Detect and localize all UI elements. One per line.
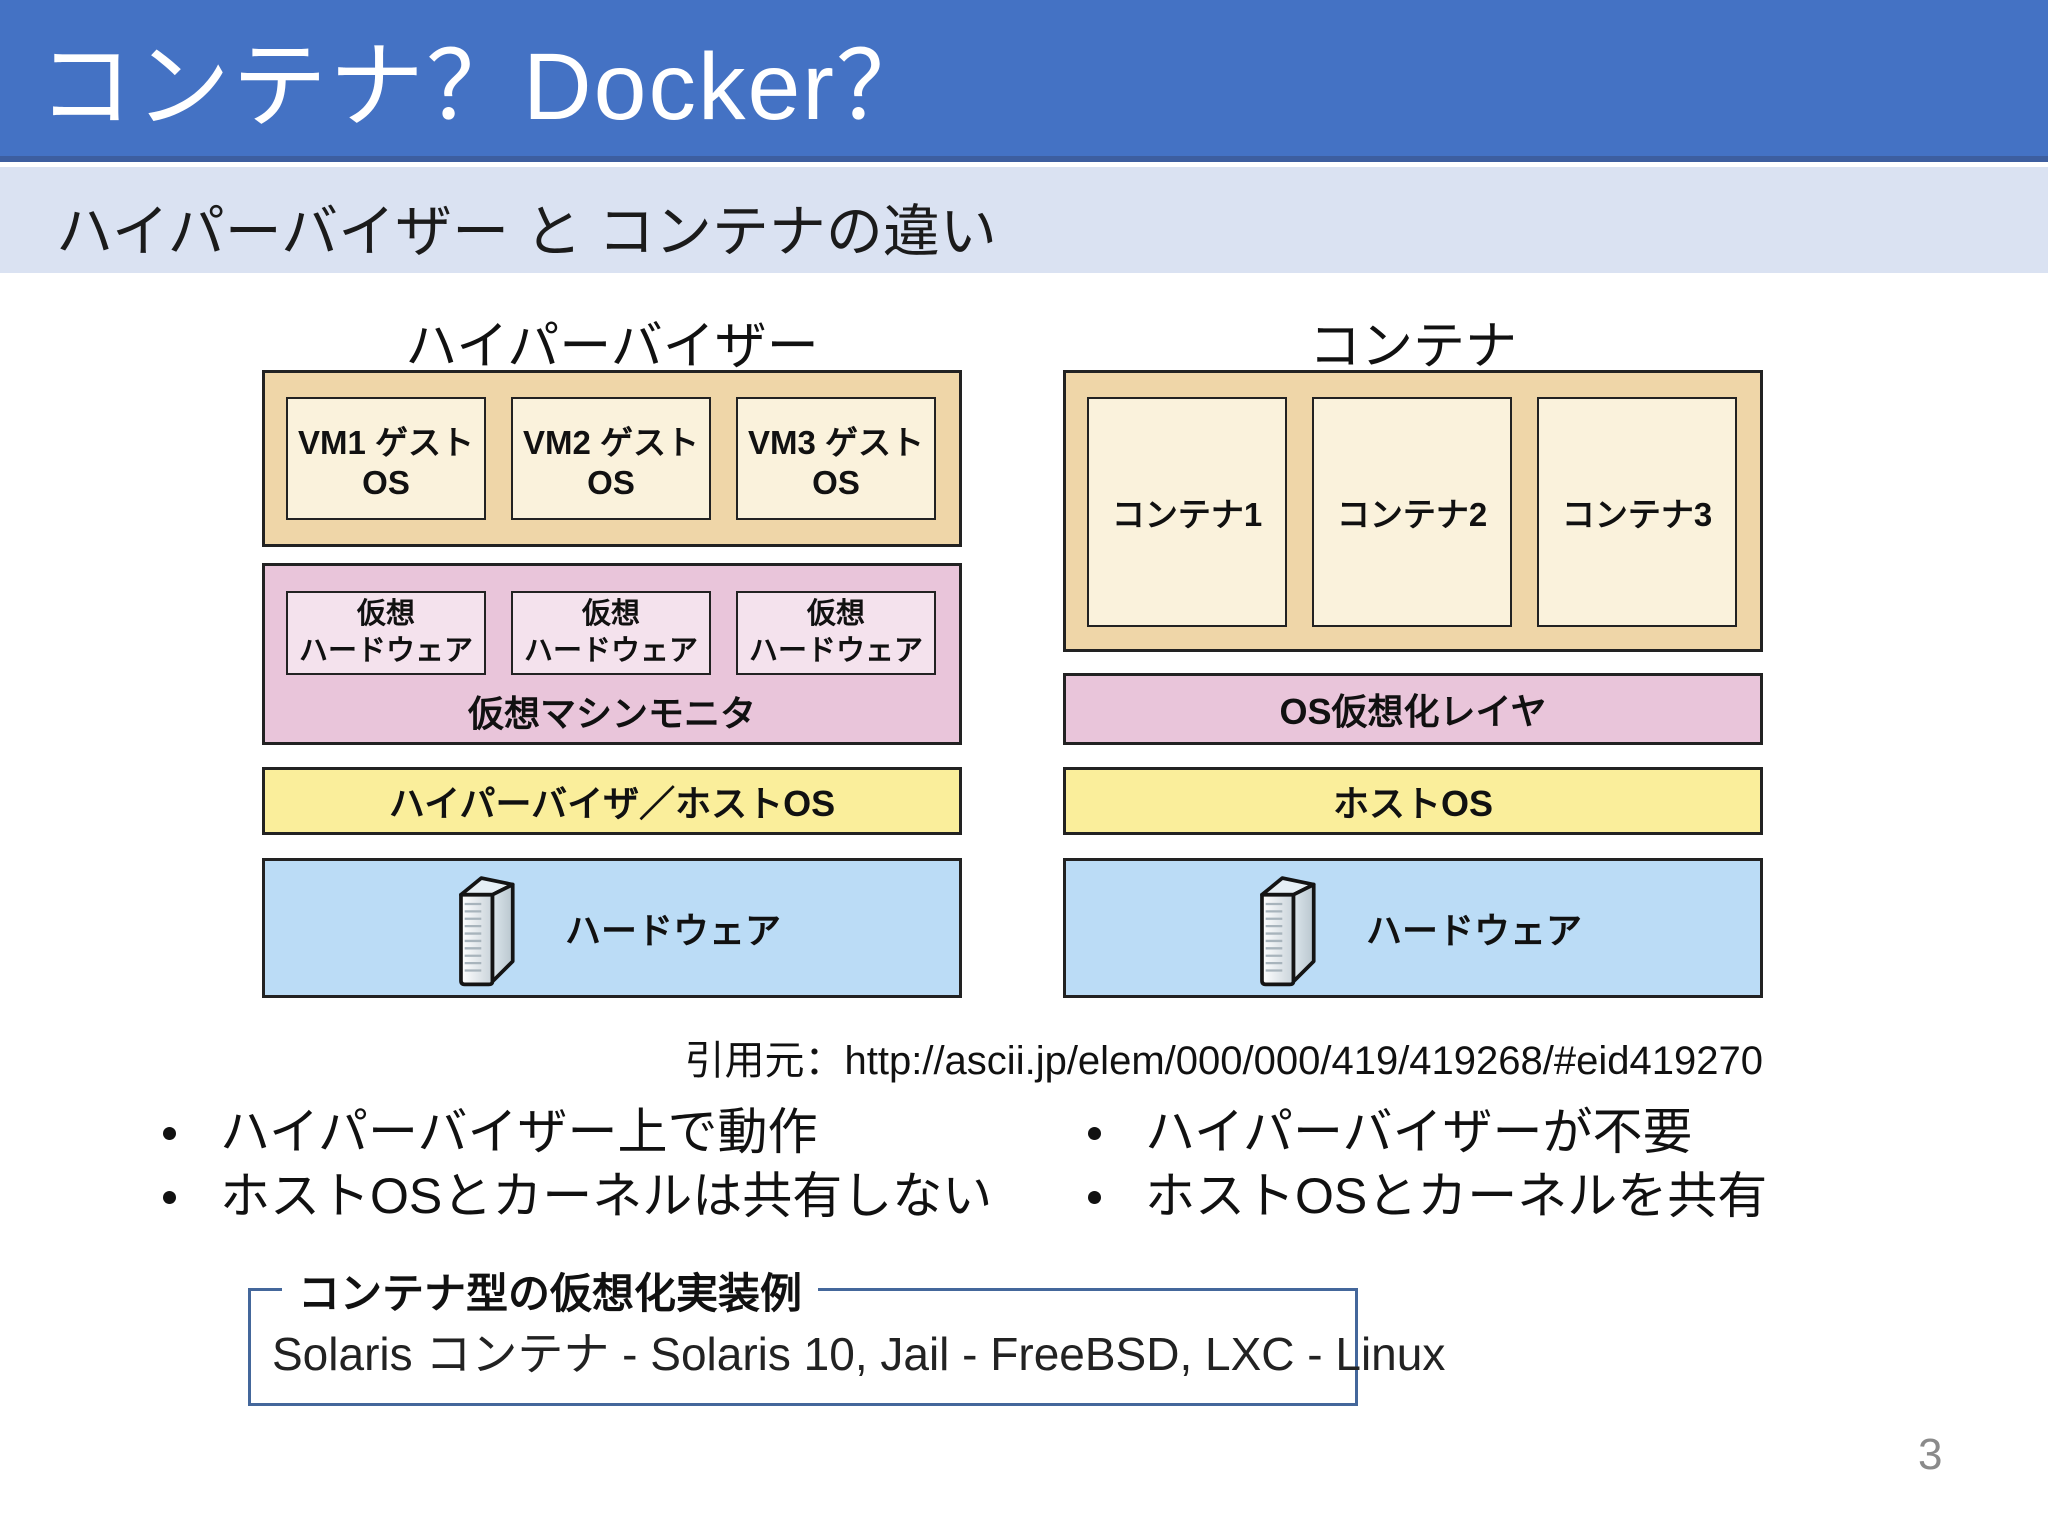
note-text: ハイパーバイザーが不要 bbox=[1145, 1104, 1693, 1160]
note-text: ホストOSとカーネルは共有しない bbox=[220, 1168, 993, 1224]
vm2-box: VM2 ゲストOS bbox=[511, 397, 711, 520]
title-bar-edge bbox=[0, 156, 2048, 162]
list-item: ハイパーバイザーが不要 bbox=[1088, 1100, 1767, 1164]
virtual-hw-line2: ハードウェア bbox=[748, 635, 923, 667]
list-item: ホストOSとカーネルを共有 bbox=[1088, 1164, 1767, 1228]
subtitle-band bbox=[0, 167, 2048, 273]
hardware-layer-left: ハードウェア bbox=[262, 858, 962, 998]
os-virtualization-label: OS仮想化レイヤ bbox=[1279, 691, 1547, 732]
implementation-examples-body: Solaris コンテナ - Solaris 10, Jail - FreeBS… bbox=[272, 1328, 1446, 1380]
hypervisor-notes: ハイパーバイザー上で動作 ホストOSとカーネルは共有しない bbox=[163, 1100, 992, 1228]
page-number: 3 bbox=[1918, 1430, 1943, 1479]
hypervisor-heading: ハイパーバイザー bbox=[405, 318, 819, 376]
container3-box: コンテナ3 bbox=[1537, 397, 1737, 627]
implementation-examples-title: コンテナ型の仮想化実装例 bbox=[282, 1260, 819, 1321]
container-heading: コンテナ bbox=[1308, 318, 1517, 376]
bullet-icon bbox=[1088, 1127, 1101, 1140]
os-virtualization-layer: OS仮想化レイヤ bbox=[1063, 673, 1763, 745]
container1-box: コンテナ1 bbox=[1087, 397, 1287, 627]
virtual-hw-line1: 仮想 bbox=[356, 598, 415, 630]
server-tower-icon bbox=[459, 876, 515, 987]
bullet-icon bbox=[163, 1127, 176, 1140]
hypervisor-hostos-label: ハイパーバイザ／ホストOS bbox=[388, 783, 836, 824]
vmm-label: 仮想マシンモニタ bbox=[467, 693, 756, 734]
hostos-label: ホストOS bbox=[1332, 783, 1493, 824]
bullet-icon bbox=[1088, 1191, 1101, 1204]
title-bar bbox=[0, 0, 2048, 156]
bullet-icon bbox=[163, 1191, 176, 1204]
container2-box: コンテナ2 bbox=[1312, 397, 1512, 627]
virtual-hw-box-2: 仮想 ハードウェア bbox=[511, 591, 711, 675]
note-text: ハイパーバイザー上で動作 bbox=[220, 1104, 818, 1160]
server-tower-icon bbox=[1260, 876, 1316, 987]
hardware-layer-right: ハードウェア bbox=[1063, 858, 1763, 998]
virtual-hw-box-1: 仮想 ハードウェア bbox=[286, 591, 486, 675]
hypervisor-hostos-layer: ハイパーバイザ／ホストOS bbox=[262, 767, 962, 835]
virtual-hw-line2: ハードウェア bbox=[298, 635, 473, 667]
virtual-hw-line1: 仮想 bbox=[806, 598, 865, 630]
container-notes: ハイパーバイザーが不要 ホストOSとカーネルを共有 bbox=[1088, 1100, 1767, 1228]
hardware-label: ハードウェア bbox=[1365, 910, 1582, 951]
virtual-hw-line2: ハードウェア bbox=[523, 635, 698, 667]
list-item: ハイパーバイザー上で動作 bbox=[163, 1100, 992, 1164]
citation-source: 引用元：http://ascii.jp/elem/000/000/419/419… bbox=[684, 1039, 1764, 1083]
hostos-layer: ホストOS bbox=[1063, 767, 1763, 835]
list-item: ホストOSとカーネルは共有しない bbox=[163, 1164, 992, 1228]
note-text: ホストOSとカーネルを共有 bbox=[1145, 1168, 1768, 1224]
hardware-label: ハードウェア bbox=[564, 910, 781, 951]
vm1-box: VM1 ゲストOS bbox=[286, 397, 486, 520]
page-subtitle: ハイパーバイザー と コンテナの違い bbox=[56, 200, 997, 264]
page-title: コンテナ？Docker？ bbox=[38, 34, 933, 140]
virtual-hw-box-3: 仮想 ハードウェア bbox=[736, 591, 936, 675]
virtual-hw-line1: 仮想 bbox=[581, 598, 640, 630]
vm3-box: VM3 ゲストOS bbox=[736, 397, 936, 520]
